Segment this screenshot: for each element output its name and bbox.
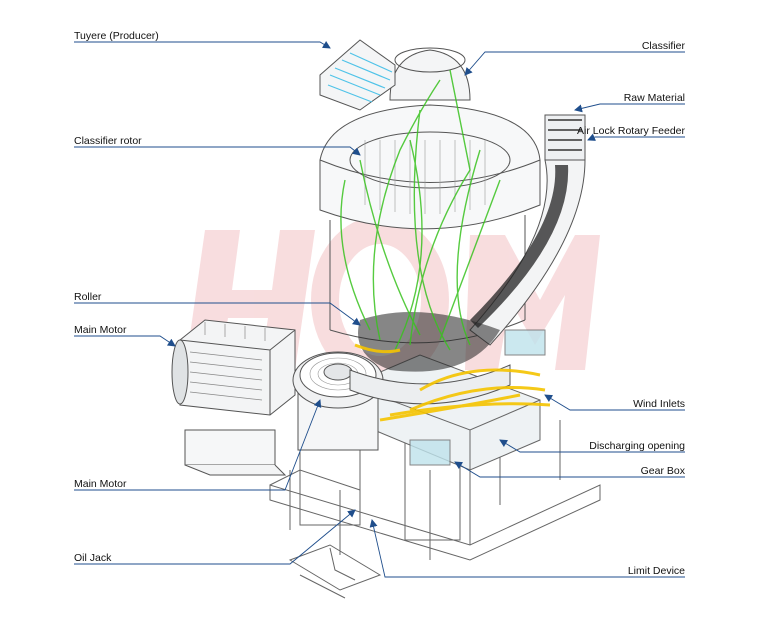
label-limit-device: Limit Device (627, 565, 685, 577)
label-main-motor-bottom: Main Motor (74, 478, 127, 490)
label-classifier: Classifier (641, 40, 685, 52)
label-air-lock-feeder: Air Lock Rotary Feeder (577, 125, 685, 137)
gear-box-leader (454, 461, 685, 478)
label-raw-material: Raw Material (623, 92, 685, 104)
label-discharging-opening: Discharging opening (589, 440, 685, 452)
main-motor-top-leader (74, 335, 176, 347)
base-frame (269, 420, 601, 599)
classifier-rotor-leader (74, 146, 361, 156)
label-classifier-rotor: Classifier rotor (74, 135, 142, 147)
airflow-paths (340, 69, 501, 351)
limit-device-leader (369, 519, 685, 578)
label-roller: Roller (74, 291, 102, 303)
raw-material-leader (574, 103, 685, 113)
label-main-motor-top: Main Motor (74, 324, 127, 336)
callout-lines (74, 40, 685, 578)
discharging-opening-leader (499, 439, 685, 453)
tuyere-leader (74, 40, 331, 49)
label-oil-jack: Oil Jack (74, 552, 112, 564)
label-tuyere: Tuyere (Producer) (74, 30, 159, 42)
label-wind-inlets: Wind Inlets (633, 398, 685, 410)
wind-inlet-flow (354, 343, 551, 422)
main-motor-left (171, 319, 296, 476)
wind-inlets-leader (544, 394, 685, 411)
classifier-leader (464, 51, 685, 76)
roller-leader (74, 302, 361, 326)
tuyere-duct (319, 39, 396, 111)
material-flow (358, 165, 569, 372)
main-motor-bottom-leader (74, 399, 322, 491)
label-gear-box: Gear Box (640, 465, 685, 477)
mill-body (319, 47, 541, 405)
air-lock-leader (587, 133, 685, 141)
oil-jack-leader (74, 509, 356, 565)
